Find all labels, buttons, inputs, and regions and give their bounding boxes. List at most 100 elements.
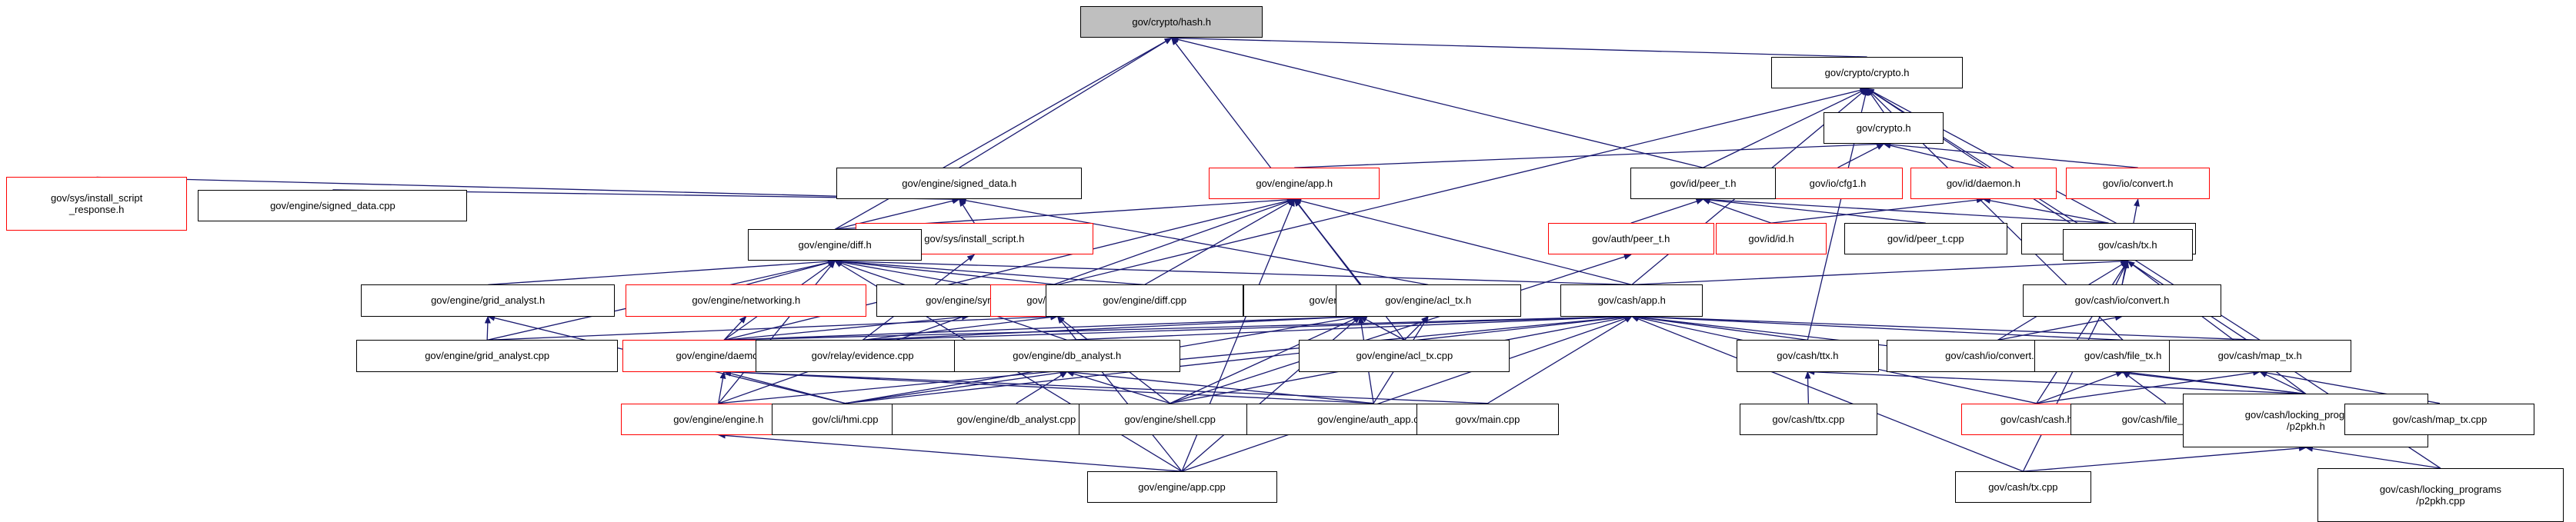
edge-engine_daemon_h-to-auth_app_h bbox=[723, 313, 1361, 341]
node-io-cfg1-h[interactable]: gov/io/cfg1.h bbox=[1773, 168, 1903, 200]
edge-db_analyst_h-to-cash_app_h bbox=[1066, 313, 1633, 341]
edge-locking_p2pkh_h-to-cash_ttx_h bbox=[1807, 368, 2306, 394]
node-crypto-crypto-h[interactable]: gov/crypto/crypto.h bbox=[1771, 57, 1964, 89]
node-signed-data-h[interactable]: gov/engine/signed_data.h bbox=[836, 168, 1083, 200]
edge-io_cfg1_h-to-crypto_h bbox=[1837, 143, 1885, 168]
edge-auth_app_cpp-to-db_analyst_h bbox=[1066, 369, 1374, 404]
edge-cli_hmi_cpp-to-db_analyst_h bbox=[845, 369, 1068, 404]
edge-cash_tx_cpp-to-cash_app_h bbox=[1630, 315, 2024, 472]
node-crypto-hash-h[interactable]: gov/crypto/hash.h bbox=[1080, 6, 1263, 38]
node-signed-data-cpp[interactable]: gov/engine/signed_data.cpp bbox=[198, 189, 468, 222]
edge-sys_app_h-to-crypto_crypto_h bbox=[1057, 87, 1868, 285]
edge-id_h-to-peer_t_h bbox=[1702, 198, 1772, 224]
edge-cli_hmi_cpp-to-engine_daemon_h bbox=[723, 370, 846, 404]
edge-map_tx_h-to-cash_app_h bbox=[1630, 313, 2261, 341]
node-diff-cpp[interactable]: gov/engine/diff.cpp bbox=[1045, 284, 1244, 317]
edge-cash_app_h-to-engine_app_h bbox=[1293, 198, 1632, 285]
node-govx-main-cpp[interactable]: govx/main.cpp bbox=[1416, 403, 1560, 435]
edge-id_daemon_cpp-to-id_daemon_h bbox=[1982, 198, 2109, 224]
node-id-daemon-h[interactable]: gov/id/daemon.h bbox=[1910, 168, 2057, 200]
edge-grid_analyst_cpp-to-sys_app_h bbox=[487, 313, 1059, 341]
edge-engine_app_cpp-to-cash_app_h bbox=[1181, 315, 1633, 472]
edge-peer_t_h-to-crypto_crypto_h bbox=[1703, 88, 1868, 168]
node-cash-tx-cpp[interactable]: gov/cash/tx.cpp bbox=[1954, 471, 2091, 504]
node-cash-ttx-cpp[interactable]: gov/cash/ttx.cpp bbox=[1739, 403, 1877, 435]
edge-relay_evidence_cpp-to-cash_app_h bbox=[863, 313, 1633, 341]
node-cash-ttx-h[interactable]: gov/cash/ttx.h bbox=[1736, 340, 1880, 372]
edge-cash_tx_h-to-crypto_crypto_h bbox=[1866, 88, 2128, 230]
node-grid-analyst-cpp[interactable]: gov/engine/grid_analyst.cpp bbox=[356, 340, 619, 372]
edge-signed_data_h-to-hash_h bbox=[959, 37, 1173, 168]
edge-engine_app_h-to-crypto_h bbox=[1294, 141, 1885, 168]
edge-peer_t_cpp-to-peer_t_h bbox=[1702, 197, 1926, 224]
node-auth-peer-t-h[interactable]: gov/auth/peer_t.h bbox=[1547, 223, 1714, 255]
edge-locking_p2pkh_h-to-file_tx_h bbox=[2122, 369, 2307, 394]
node-relay-evidence-cpp[interactable]: gov/relay/evidence.cpp bbox=[756, 340, 970, 372]
edge-auth_peer_t_h-to-peer_t_h bbox=[1630, 198, 1704, 224]
edge-relay_evidence_cpp-to-auth_app_h bbox=[863, 313, 1361, 341]
node-grid-analyst-h[interactable]: gov/engine/grid_analyst.h bbox=[361, 284, 615, 317]
node-locking-p2pkh-cpp[interactable]: gov/cash/locking_programs /p2pkh.cpp bbox=[2317, 468, 2564, 522]
node-acl-tx-cpp[interactable]: gov/engine/acl_tx.cpp bbox=[1299, 340, 1510, 372]
edge-cash_ttx_h-to-cash_app_h bbox=[1630, 314, 1808, 341]
edge-cash_ttx_cpp-to-cash_ttx_h bbox=[1804, 371, 1811, 404]
edge-acl_tx_cpp-to-auth_app_h bbox=[1359, 315, 1405, 341]
node-cash-map-tx-h[interactable]: gov/cash/map_tx.h bbox=[2168, 340, 2351, 372]
node-cash-tx-h[interactable]: gov/cash/tx.h bbox=[2062, 229, 2193, 261]
edge-shell_cpp-to-auth_app_h bbox=[1170, 315, 1361, 404]
edge-diff_cpp-to-diff_h bbox=[834, 258, 1145, 286]
edge-cash_cash_h-to-map_tx_h bbox=[2036, 369, 2261, 404]
edge-io_convert_h-to-crypto_h bbox=[1883, 141, 2138, 168]
edge-id_daemon_cpp-to-peer_t_h bbox=[1702, 196, 2109, 224]
edge-relay_evidence_cpp-to-sys_app_h bbox=[863, 314, 1059, 341]
edge-cash_app_h-to-cash_tx_h bbox=[1631, 258, 2129, 286]
node-db-analyst-h[interactable]: gov/engine/db_analyst.h bbox=[953, 340, 1180, 372]
node-crypto-h[interactable]: gov/crypto.h bbox=[1823, 112, 1944, 145]
edge-cash_app_h-to-diff_h bbox=[834, 258, 1632, 286]
edge-govx_main_cpp-to-cash_app_h bbox=[1487, 315, 1633, 404]
edge-cash_io_convert_cpp-to-cash_io_convert_h bbox=[1997, 314, 2124, 341]
edge-engine_app_cpp-to-engine_engine_h bbox=[717, 432, 1183, 472]
node-networking-h[interactable]: gov/engine/networking.h bbox=[626, 284, 867, 317]
edge-crypto_h-to-crypto_crypto_h bbox=[1867, 88, 1884, 113]
edge-auth_app_cpp-to-engine_daemon_h bbox=[722, 368, 1374, 404]
edge-id_daemon_h-to-crypto_h bbox=[1883, 142, 1984, 168]
node-diff-h[interactable]: gov/engine/diff.h bbox=[747, 229, 923, 261]
node-locking-p2pkh-h[interactable]: gov/cash/locking_programs /p2pkh.h bbox=[2183, 394, 2429, 448]
edge-govx_main_cpp-to-engine_daemon_h bbox=[722, 368, 1488, 404]
edge-networking_h-to-diff_h bbox=[746, 259, 836, 285]
edge-engine_daemon_h-to-cash_app_h bbox=[723, 313, 1633, 341]
node-id-id-h[interactable]: gov/id/id.h bbox=[1715, 223, 1827, 255]
edge-cli_hmi_cpp-to-cash_app_h bbox=[845, 314, 1633, 404]
node-shell-cpp[interactable]: gov/engine/shell.cpp bbox=[1079, 403, 1261, 435]
edge-acl_tx_cpp-to-engine_app_h bbox=[1293, 198, 1405, 341]
edge-peer_t_h-to-hash_h bbox=[1170, 36, 1703, 168]
node-cash-io-convert-h[interactable]: gov/cash/io/convert.h bbox=[2023, 284, 2221, 317]
edge-shell_cpp-to-db_analyst_h bbox=[1066, 371, 1170, 404]
edge-install_script_h-to-signed_data_h bbox=[959, 198, 975, 224]
node-cash-map-tx-cpp[interactable]: gov/cash/map_tx.cpp bbox=[2344, 403, 2535, 435]
edge-shell_cpp-to-auth_peer_t_h bbox=[1170, 254, 1632, 404]
edge-crypto_crypto_h-to-hash_h bbox=[1170, 35, 1867, 58]
edge-file_tx_h-to-cash_app_h bbox=[1630, 313, 2124, 341]
node-engine-app-cpp[interactable]: gov/engine/app.cpp bbox=[1086, 471, 1277, 504]
edge-sys_app_h-to-diff_h bbox=[834, 258, 1058, 286]
node-engine-app-h[interactable]: gov/engine/app.h bbox=[1209, 168, 1380, 200]
edge-engine_engine_h-to-engine_daemon_h bbox=[718, 371, 726, 404]
node-io-convert-h[interactable]: gov/io/convert.h bbox=[2065, 168, 2211, 200]
node-id-peer-t-h-visible[interactable]: gov/id/peer_t.h bbox=[1630, 168, 1777, 200]
edge-syncd_h-to-diff_h bbox=[834, 259, 969, 286]
edge-cash_tx_cpp-to-locking_p2pkh_h bbox=[2023, 445, 2307, 472]
edge-engine_daemon_h-to-networking_h bbox=[723, 315, 747, 341]
node-acl-tx-h[interactable]: gov/engine/acl_tx.h bbox=[1335, 284, 1521, 317]
edge-engine_daemon_h-to-syncd_h bbox=[723, 314, 970, 341]
edge-grid_analyst_cpp-to-grid_analyst_h bbox=[484, 315, 491, 341]
edge-cash_cash_h-to-file_tx_h bbox=[2036, 371, 2124, 404]
node-id-peer-t-cpp[interactable]: gov/id/peer_t.cpp bbox=[1844, 223, 2007, 255]
node-install-script-response-h[interactable]: gov/sys/install_script _response.h bbox=[6, 177, 187, 231]
edge-id_h-to-id_daemon_h bbox=[1770, 197, 1984, 224]
node-cash-app-h[interactable]: gov/cash/app.h bbox=[1560, 284, 1703, 317]
edge-grid_analyst_h-to-diff_h bbox=[488, 258, 836, 286]
edge-locking_p2pkh_cpp-to-locking_p2pkh_h bbox=[2304, 445, 2441, 469]
